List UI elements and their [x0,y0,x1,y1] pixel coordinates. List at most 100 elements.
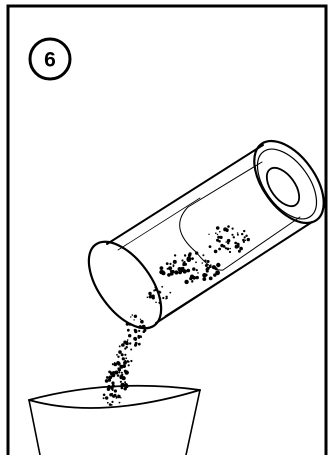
ground-particle [106,376,109,379]
ground-particle [242,239,245,242]
ground-particle [128,364,130,366]
ground-particle [117,374,120,377]
ground-particle [169,292,171,294]
ground-particle [158,302,160,304]
ground-particle [154,287,155,288]
ground-particle [202,277,206,281]
ground-particle [231,234,233,236]
ground-particle [140,336,141,337]
ground-particle [106,397,108,399]
ground-particle [143,329,146,332]
ground-particle [174,254,176,256]
ground-particle [111,401,113,403]
ground-particle [117,395,121,399]
ground-particle [127,339,129,341]
ground-particle [103,397,105,399]
ground-particle [232,228,234,230]
ground-particle [184,280,188,284]
ground-particle [124,348,126,350]
ground-particle [135,342,138,345]
ground-particle [238,250,241,253]
ground-particle [208,234,209,235]
ground-particle [245,240,247,242]
ground-particle [187,269,191,273]
ground-particle [216,263,220,267]
ground-particle [239,247,243,251]
ground-particle [218,248,221,251]
ground-particle [114,363,118,367]
ground-particle [215,232,217,234]
ground-particle [150,294,152,296]
ground-particle [237,243,240,246]
ground-particle [111,381,114,384]
ground-particle [136,329,137,330]
ground-particle [159,297,161,299]
ground-particle [235,245,239,249]
ground-particle [223,245,226,248]
ground-particle [214,250,218,254]
ground-particle [217,234,219,236]
ground-particle [124,354,126,356]
ground-particle [162,271,166,275]
ground-particle [114,389,117,392]
ground-particle [107,402,109,404]
ground-particle [126,323,129,326]
ground-particle [147,297,149,299]
ground-particle [218,240,221,243]
ground-particle [112,384,115,387]
ground-particle [129,323,132,326]
ground-particle [121,383,124,386]
ground-particle [124,381,126,383]
ground-particle [166,262,169,265]
ground-particle [227,225,230,228]
ground-particle [216,226,220,230]
ground-particle [204,260,206,262]
ground-particle [168,266,172,270]
ground-particle [202,262,204,264]
ground-particle [119,402,121,404]
ground-particle [122,355,124,357]
ground-particle [107,388,110,391]
ground-particle [205,274,208,277]
ground-particle [213,266,215,268]
ground-particle [233,236,235,238]
ground-particle [138,336,141,339]
ground-particle [111,373,115,377]
ground-particle [155,302,157,304]
ground-particle [178,271,182,275]
ground-particle [192,267,195,270]
ground-particle [122,364,126,368]
ground-particle [219,231,221,233]
ground-particle [140,320,144,324]
ground-particle [161,286,163,288]
ground-particle [196,276,199,279]
ground-particle [190,275,194,279]
ground-particle [138,343,141,346]
ground-particle [118,350,122,354]
ground-particle [241,233,243,235]
ground-particle [237,234,239,236]
ground-particle [195,251,198,254]
ground-particle [112,371,115,374]
ground-particle [174,270,178,274]
ground-particle [122,357,125,360]
ground-particle [196,269,198,271]
ground-particle [247,238,250,241]
ground-particle [184,254,186,256]
ground-particle [120,381,122,383]
ground-particle [103,394,106,397]
ground-particle [207,260,210,263]
ground-particle [189,252,192,255]
ground-particle [117,367,119,369]
ground-particle [105,379,109,383]
ground-particle [121,387,124,390]
ground-particle [226,228,229,231]
ground-particle [230,248,231,249]
ground-particle [237,232,239,234]
ground-particle [202,254,204,256]
ground-particle [170,272,174,276]
ground-particle [165,298,167,300]
ground-particle [191,281,193,283]
ground-particle [125,357,127,359]
